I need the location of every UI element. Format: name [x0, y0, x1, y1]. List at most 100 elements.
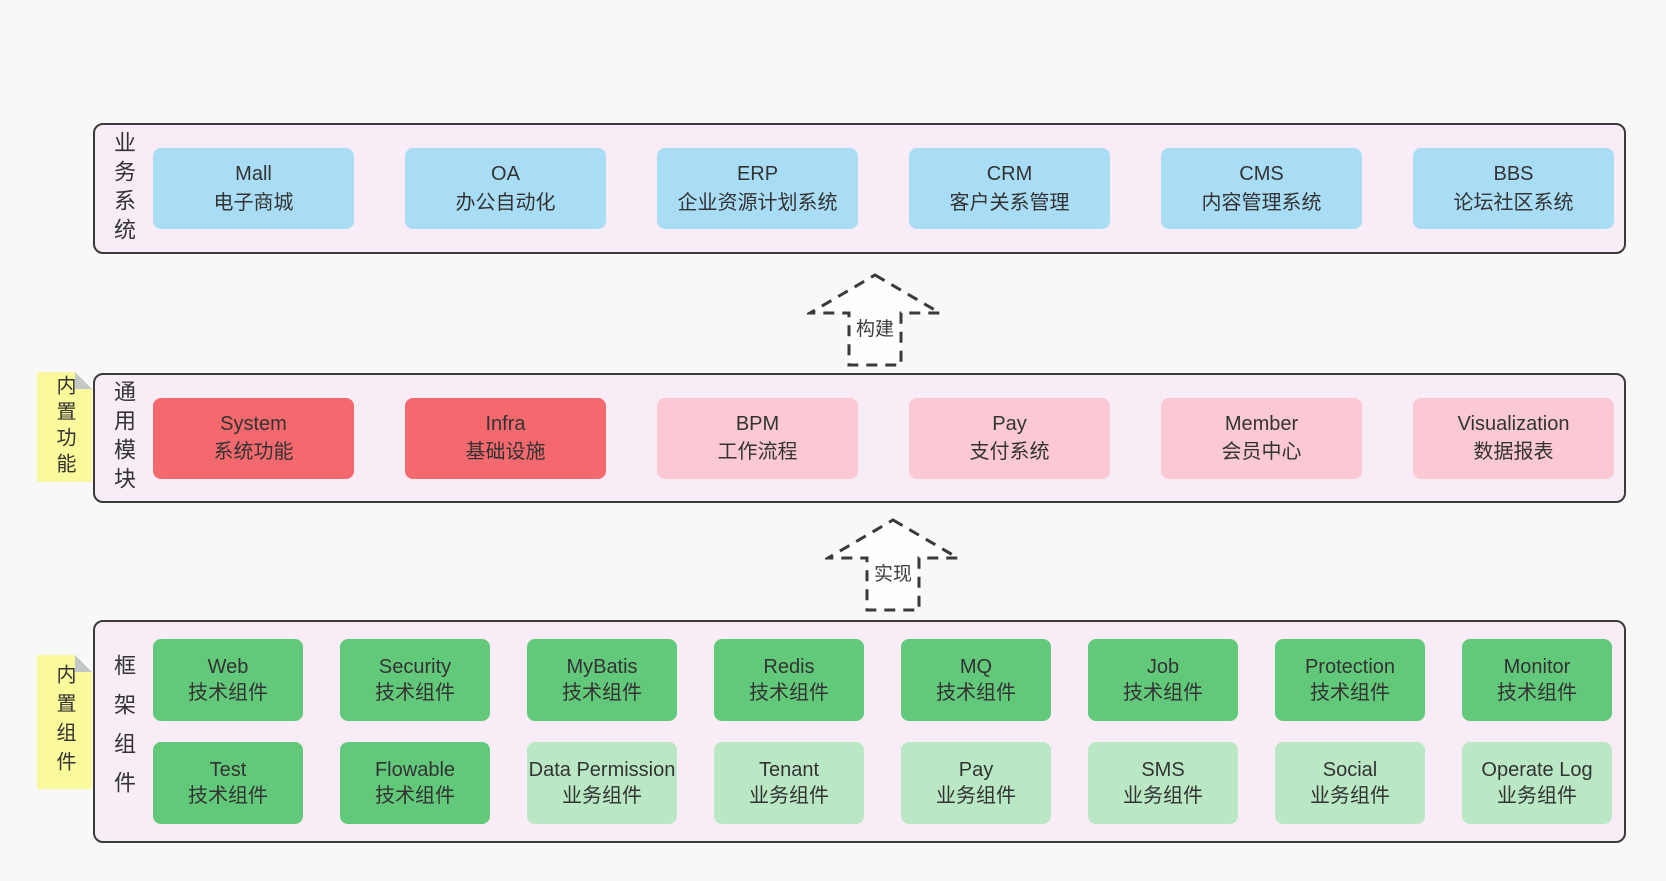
- module-name: Test: [209, 759, 247, 781]
- module-box-crm: CRM 客户关系管理: [909, 148, 1110, 229]
- module-desc: 支付系统: [969, 441, 1050, 463]
- module-name: Operate Log: [1481, 759, 1593, 781]
- module-name: Visualization: [1457, 412, 1570, 435]
- module-box-security: Security 技术组件: [340, 639, 490, 721]
- module-desc: 技术组件: [562, 682, 642, 704]
- module-box-mall: Mall 电子商城: [153, 148, 354, 229]
- module-name: BBS: [1493, 163, 1534, 186]
- build-arrow-label: 构建: [855, 319, 894, 340]
- module-box-infra: Infra 基础设施: [405, 397, 606, 479]
- module-name: Protection: [1304, 656, 1396, 678]
- module-desc: 数据报表: [1473, 441, 1554, 463]
- module-box-visualization: Visualization 数据报表: [1413, 397, 1614, 479]
- module-desc: 工作流程: [717, 441, 798, 463]
- module-desc: 技术组件: [188, 682, 268, 704]
- module-name: Member: [1224, 412, 1299, 435]
- module-desc: 业务组件: [1497, 785, 1577, 807]
- module-box-monitor: Monitor 技术组件: [1462, 639, 1612, 721]
- module-name: Tenant: [758, 759, 820, 781]
- module-desc: 基础设施: [465, 441, 546, 463]
- folded-corner-icon: [75, 372, 92, 389]
- module-name: OA: [491, 163, 520, 186]
- module-desc: 业务组件: [562, 785, 642, 807]
- sticky-note-built-in-features: 内置功能: [37, 372, 92, 482]
- module-box-oa: OA 办公自动化: [405, 148, 606, 229]
- module-desc: 技术组件: [936, 682, 1016, 704]
- module-name: Web: [207, 656, 249, 678]
- module-box-operate-log: Operate Log 业务组件: [1462, 742, 1612, 824]
- module-box-tenant: Tenant 业务组件: [714, 742, 864, 824]
- module-name: MQ: [959, 656, 993, 678]
- module-box-bbs: BBS 论坛社区系统: [1413, 148, 1614, 229]
- module-name: Social: [1322, 759, 1378, 781]
- module-box-test: Test 技术组件: [153, 742, 303, 824]
- module-desc: 系统功能: [213, 441, 294, 463]
- sticky-note-label: 内置组件: [53, 664, 75, 780]
- module-box-pay: Pay 业务组件: [901, 742, 1051, 824]
- module-desc: 客户关系管理: [949, 191, 1070, 214]
- layer-label-common-modules: 通用模块: [111, 380, 136, 496]
- module-box-flowable: Flowable 技术组件: [340, 742, 490, 824]
- module-box-protection: Protection 技术组件: [1275, 639, 1425, 721]
- module-name: CMS: [1239, 163, 1284, 186]
- sticky-note-label: 内置功能: [53, 375, 75, 479]
- module-name: System: [220, 412, 287, 435]
- module-name: SMS: [1141, 759, 1185, 781]
- module-name: Mall: [235, 163, 272, 186]
- module-name: Infra: [485, 412, 526, 435]
- module-desc: 业务组件: [1310, 785, 1390, 807]
- module-box-mybatis: MyBatis 技术组件: [527, 639, 677, 721]
- module-box-web: Web 技术组件: [153, 639, 303, 721]
- module-desc: 会员中心: [1221, 441, 1302, 463]
- module-name: MyBatis: [566, 656, 638, 678]
- module-box-social: Social 业务组件: [1275, 742, 1425, 824]
- layer-framework-components: 框架组件 Web 技术组件 Security 技术组件 MyBatis 技术组件 Redis…: [93, 620, 1626, 843]
- module-name: Security: [378, 656, 452, 678]
- module-box-bpm: BPM 工作流程: [657, 397, 858, 479]
- module-desc: 论坛社区系统: [1453, 191, 1574, 214]
- module-name: Pay: [958, 759, 994, 781]
- module-desc: 技术组件: [375, 682, 455, 704]
- module-name: CRM: [986, 163, 1033, 186]
- layer-label-framework-components: 框架组件: [111, 653, 136, 810]
- module-box-member: Member 会员中心: [1161, 397, 1362, 479]
- module-name: Redis: [763, 656, 815, 678]
- module-desc: 企业资源计划系统: [677, 191, 838, 214]
- module-desc: 技术组件: [375, 785, 455, 807]
- module-desc: 办公自动化: [455, 191, 556, 214]
- module-desc: 技术组件: [188, 785, 268, 807]
- implement-arrow: 实现: [825, 517, 961, 613]
- folded-corner-icon: [75, 655, 92, 672]
- up-arrow-icon: [807, 273, 943, 367]
- module-box-system: System 系统功能: [153, 397, 354, 479]
- module-name: Flowable: [374, 759, 456, 781]
- module-name: BPM: [735, 412, 780, 435]
- sticky-note-built-in-components: 内置组件: [37, 655, 92, 789]
- module-desc: 业务组件: [936, 785, 1016, 807]
- up-arrow-icon: [825, 518, 961, 612]
- module-name: Job: [1146, 656, 1180, 678]
- module-name: Monitor: [1503, 656, 1571, 678]
- module-desc: 电子商城: [213, 191, 294, 214]
- build-arrow: 构建: [807, 272, 943, 368]
- module-desc: 技术组件: [1310, 682, 1390, 704]
- module-box-mq: MQ 技术组件: [901, 639, 1051, 721]
- layer-label-business-systems: 业务系统: [111, 130, 136, 247]
- module-desc: 业务组件: [749, 785, 829, 807]
- implement-arrow-label: 实现: [873, 564, 912, 585]
- module-desc: 技术组件: [1497, 682, 1577, 704]
